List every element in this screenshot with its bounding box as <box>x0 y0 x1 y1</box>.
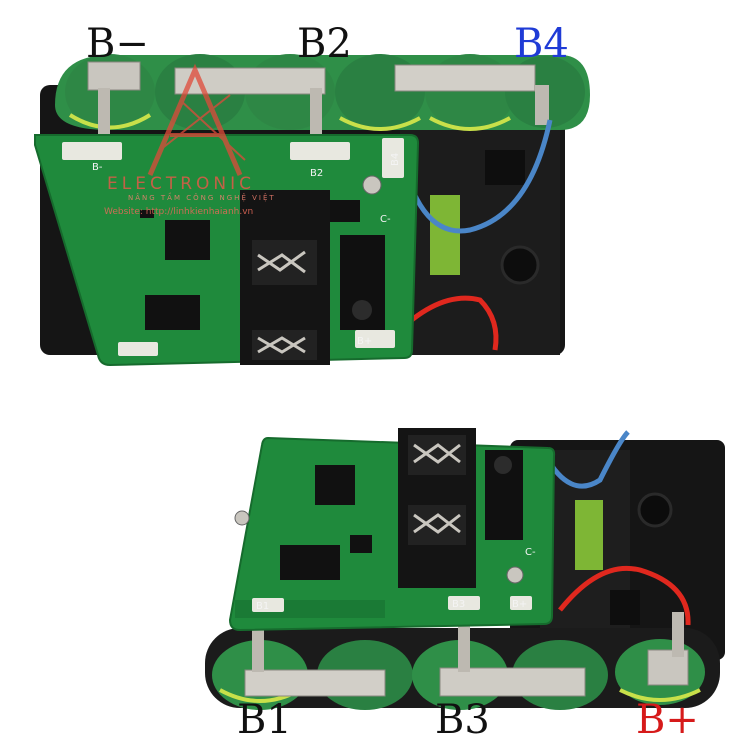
label-b-minus: B− <box>86 21 149 67</box>
label-b4: B4 <box>514 21 569 67</box>
pcb-label-b1: B1 <box>256 601 269 612</box>
top-nickel-strips <box>87 61 549 138</box>
label-b-plus: B+ <box>636 697 699 743</box>
pcb-label-bminus: B- <box>92 162 103 173</box>
pcb-label-c: C- <box>380 214 391 225</box>
top-pcb <box>34 134 420 367</box>
label-b3: B3 <box>435 697 490 743</box>
bottom-blue-wire <box>542 430 630 489</box>
top-red-wire <box>393 295 499 351</box>
watermark-brand: ELECTRONIC <box>107 174 256 194</box>
watermark-tagline: NÂNG TẦM CÔNG NGHỆ VIỆT <box>128 194 276 202</box>
watermark-website: Website: http://linhkienhaianh.vn <box>104 207 254 217</box>
bottom-assembly: B1 B3 B+ C- <box>205 428 725 710</box>
pcb-label-bplus-bottom: B+ <box>512 599 527 610</box>
watermark-logo <box>147 63 246 176</box>
bottom-red-wire <box>558 565 691 626</box>
pcb-label-c-bottom: C- <box>525 547 536 558</box>
label-b1: B1 <box>237 697 292 743</box>
pcb-label-bplus: B+ <box>357 336 372 347</box>
top-assembly: B- B2 B4 C- B+ <box>34 54 590 367</box>
pcb-label-b4: B4 <box>390 153 401 166</box>
bottom-pcb-silkscreen: B1 B3 B+ C- <box>256 547 536 612</box>
label-b2: B2 <box>297 21 352 67</box>
bottom-pcb <box>228 428 556 632</box>
bottom-nickel-strips <box>244 612 689 697</box>
pcb-label-b2: B2 <box>310 168 323 179</box>
top-pcb-silkscreen: B- B2 B4 C- B+ <box>92 153 401 347</box>
pcb-label-b3: B3 <box>452 599 465 610</box>
